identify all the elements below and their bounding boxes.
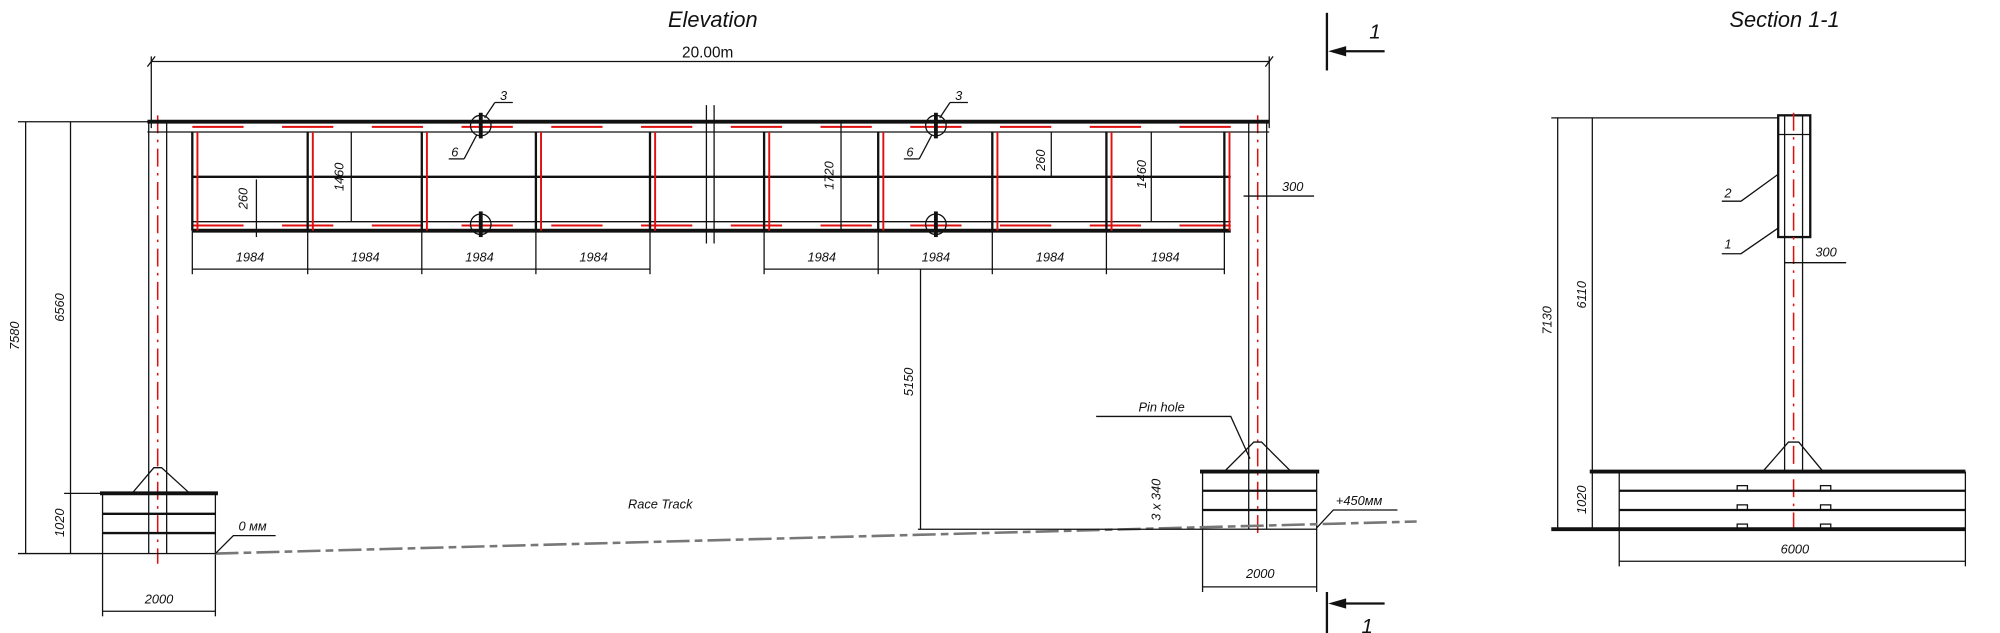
footing-width-right: 2000 bbox=[1245, 566, 1275, 581]
truss-depth-dims: 1460 260 1720 260 1460 300 bbox=[235, 121, 1315, 238]
section-column-width: 300 bbox=[1815, 244, 1837, 259]
callout-3-right: 3 bbox=[939, 88, 968, 119]
panel-dim: 1984 bbox=[465, 249, 493, 264]
callout-label: 3 bbox=[500, 88, 507, 103]
section-mark-bottom: 1 bbox=[1325, 591, 1385, 633]
section-mark-label: 1 bbox=[1369, 20, 1380, 43]
truss-depth-left: 1460 bbox=[332, 162, 347, 191]
level-left-label: 0 мм bbox=[238, 518, 266, 533]
section-callouts: 2 1 300 bbox=[1721, 173, 1847, 264]
truss-depth-right: 1460 bbox=[1134, 159, 1149, 188]
footing-width-left: 2000 bbox=[144, 592, 174, 607]
section-height-dims: 7130 6110 1020 bbox=[1539, 117, 1779, 530]
splice-break bbox=[705, 105, 715, 244]
clearance-dimension: 5150 bbox=[901, 269, 922, 530]
bolted-joints bbox=[469, 112, 947, 238]
callout-3-left: 3 bbox=[484, 88, 513, 119]
ground-line bbox=[215, 520, 1417, 555]
callout-label: 2 bbox=[1723, 185, 1731, 200]
pin-hole-note: Pin hole bbox=[1096, 399, 1251, 459]
section-base: 6000 bbox=[1551, 469, 1967, 567]
section-footing-height: 1020 bbox=[1574, 485, 1589, 514]
section-mark-label: 1 bbox=[1362, 615, 1373, 633]
span-label: 20.00m bbox=[682, 45, 733, 62]
truss-offset-right: 260 bbox=[1033, 149, 1048, 172]
section-column bbox=[1761, 112, 1825, 534]
section-height-column: 6110 bbox=[1574, 280, 1589, 308]
height-dimensions: 7580 6560 1020 bbox=[7, 121, 149, 555]
panel-dim: 1984 bbox=[1036, 249, 1064, 264]
callout-6-right: 6 bbox=[903, 134, 933, 160]
footing-height: 1020 bbox=[52, 508, 67, 537]
column-width-dim: 300 bbox=[1282, 179, 1304, 194]
section-height-total: 7130 bbox=[1539, 305, 1554, 334]
callout-6-left: 6 bbox=[448, 134, 478, 160]
height-total: 7580 bbox=[7, 321, 22, 350]
elevation-view: Elevation 20.00m 1 1 bbox=[7, 7, 1417, 633]
callout-label: 6 bbox=[906, 144, 914, 159]
level-right-note: +450мм bbox=[1316, 493, 1398, 529]
span-dimension: 20.00m bbox=[146, 45, 1274, 129]
level-right-label: +450мм bbox=[1336, 493, 1383, 508]
truss-depth-mid: 1720 bbox=[821, 160, 836, 189]
right-column bbox=[1248, 115, 1268, 539]
right-footing: 2000 3 x 340 bbox=[1148, 441, 1320, 592]
height-column: 6560 bbox=[52, 292, 67, 321]
race-track-label: Race Track bbox=[628, 497, 693, 512]
elevation-title: Elevation bbox=[668, 7, 758, 32]
panel-dim: 1984 bbox=[808, 249, 836, 264]
callout-label: 3 bbox=[955, 88, 962, 103]
panel-dim: 1984 bbox=[236, 249, 264, 264]
truss bbox=[147, 105, 1270, 244]
panel-dim: 1984 bbox=[351, 249, 379, 264]
callout-label: 6 bbox=[451, 144, 459, 159]
panel-dimensions: 1984 1984 1984 1984 1984 1984 1984 1984 bbox=[191, 230, 1225, 275]
panel-dim: 1984 bbox=[579, 249, 607, 264]
section-view: Section 1-1 6000 7130 bbox=[1539, 7, 1967, 567]
pin-hole-label: Pin hole bbox=[1138, 399, 1184, 414]
left-footing: 2000 bbox=[100, 467, 218, 617]
clearance-label: 5150 bbox=[901, 367, 916, 396]
truss-verticals bbox=[191, 131, 1231, 231]
footing-layers-dim: 3 x 340 bbox=[1148, 478, 1163, 521]
section-title: Section 1-1 bbox=[1730, 7, 1840, 32]
panel-dim: 1984 bbox=[922, 249, 950, 264]
left-column bbox=[148, 115, 168, 564]
level-left-note: 0 мм bbox=[214, 518, 276, 555]
panel-dim: 1984 bbox=[1151, 249, 1179, 264]
truss-offset-left: 260 bbox=[235, 187, 250, 210]
section-mark-top: 1 bbox=[1325, 12, 1385, 71]
callout-label: 1 bbox=[1724, 237, 1731, 252]
base-width: 6000 bbox=[1781, 542, 1810, 557]
